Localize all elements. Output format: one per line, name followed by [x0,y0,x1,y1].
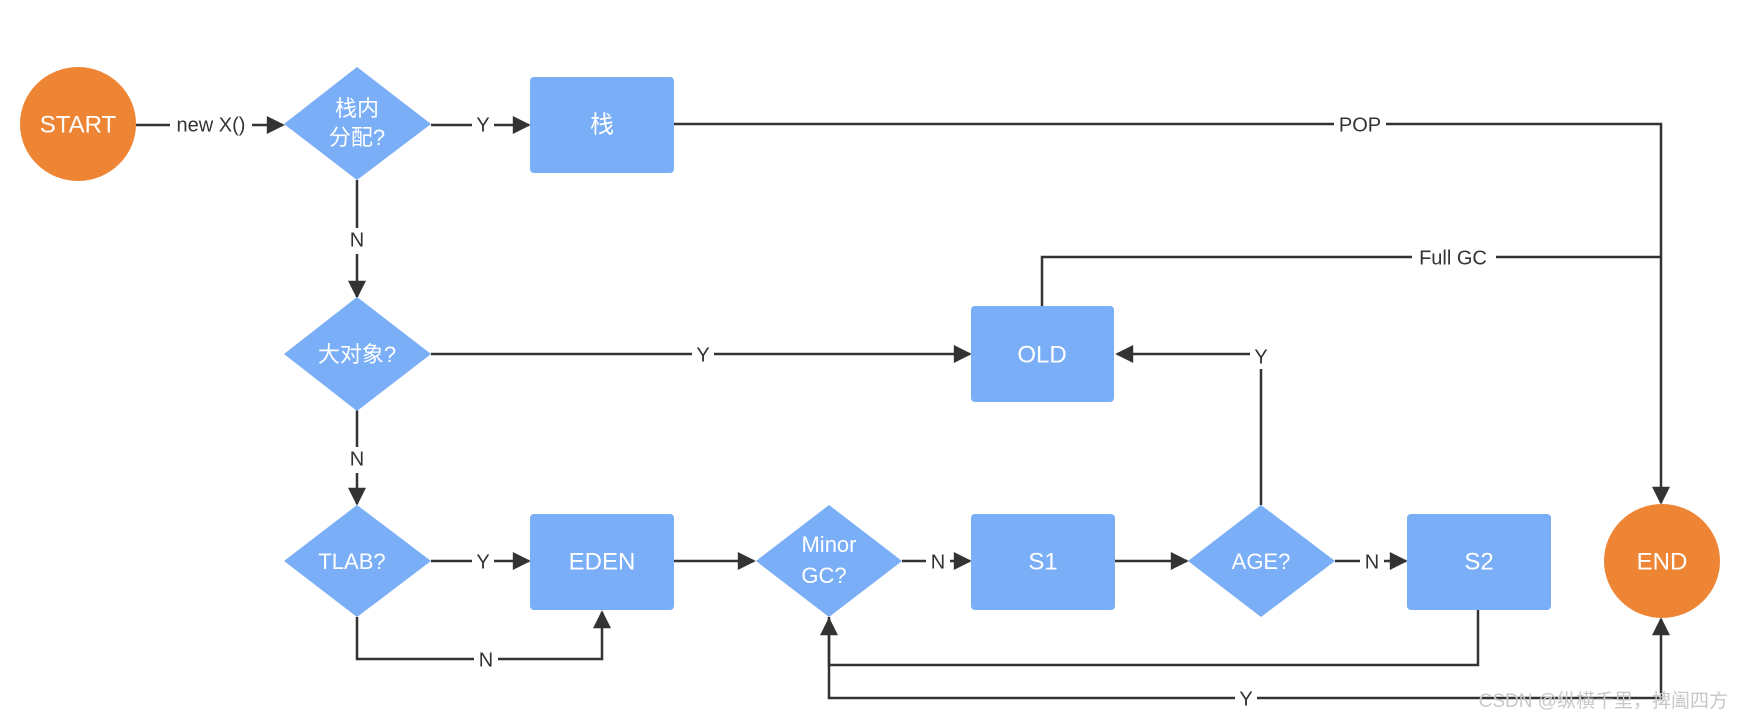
edge-old-to-end-full-gc [1040,255,1661,306]
edge-label-minor-yes: Y [1239,688,1252,710]
stack-allocation-decision: 栈内 分配? [284,67,431,180]
edge-label-big-no: N [350,448,364,470]
edge-label-stack-yes: Y [476,114,489,136]
stack-label: 栈 [590,111,614,138]
tlab-decision-label: TLAB? [318,549,385,574]
s1-label: S1 [1028,548,1057,575]
start-label: START [40,111,117,138]
old-node: OLD [971,306,1114,402]
edge-age-decision-to-old [1115,345,1263,505]
eden-node: EDEN [530,514,674,610]
eden-label: EDEN [569,548,636,575]
edge-label-stack-no: N [350,229,364,251]
edge-label-age-yes: Y [1254,346,1267,368]
csdn-watermark: CSDN @纵横千里，捭阖四方 [1479,690,1728,712]
old-label: OLD [1017,341,1066,368]
edge-label-new-x: new X() [177,114,246,136]
s2-label: S2 [1464,548,1493,575]
s1-node: S1 [971,514,1115,610]
stack-decision-label-line2: 分配? [329,125,385,150]
start-node: START [20,67,136,181]
edge-s2-to-minor-decision [820,610,1480,667]
minor-gc-decision-label-line2: GC? [801,563,846,588]
age-decision: AGE? [1188,505,1335,617]
end-node: END [1604,504,1720,618]
minor-gc-decision: Minor GC? [756,505,902,617]
big-object-decision-label: 大对象? [318,342,396,367]
edge-label-pop: POP [1339,114,1381,136]
edge-label-minor-no: N [931,551,945,573]
s2-node: S2 [1407,514,1551,610]
edge-label-full-gc: Full GC [1419,247,1487,269]
end-label: END [1637,548,1688,575]
stack-node: 栈 [530,77,674,173]
minor-gc-decision-label-line1: Minor [801,532,856,557]
edge-stack-to-end [674,122,1670,505]
edge-label-tlab-no: N [479,649,493,671]
stack-decision-label-line1: 栈内 [335,96,379,121]
edge-label-age-no: N [1365,551,1379,573]
age-decision-label: AGE? [1232,549,1291,574]
edge-label-big-yes: Y [696,344,709,366]
big-object-decision: 大对象? [284,297,431,411]
edge-label-tlab-yes: Y [476,551,489,573]
tlab-decision: TLAB? [284,505,431,617]
